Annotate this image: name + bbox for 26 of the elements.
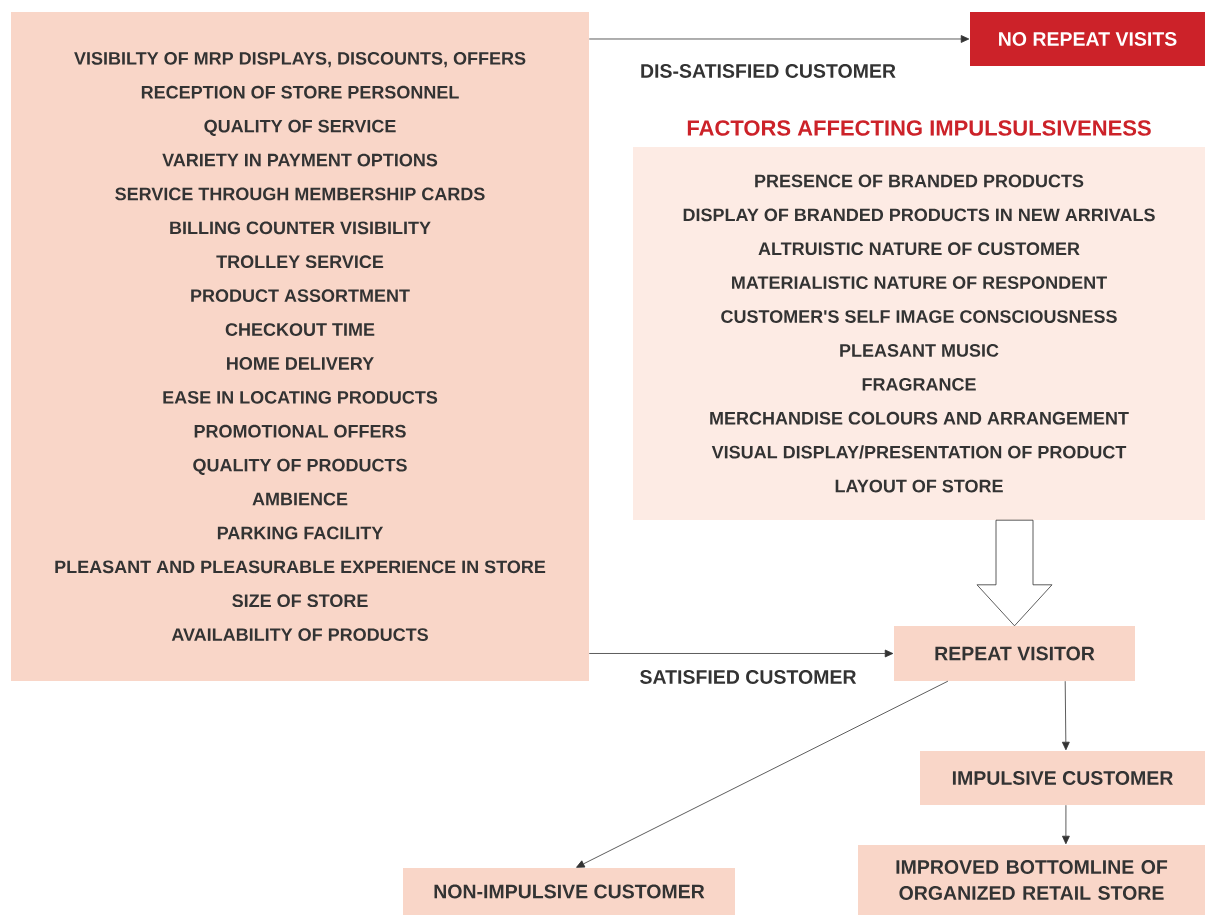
node-label: MERCHANDISE COLOURS AND ARRANGEMENT <box>710 411 1129 425</box>
node-label: MATERIALISTIC NATURE OF RESPONDENT <box>732 276 1107 290</box>
process-box: IMPROVED BOTTOMLINE OF ORGANIZED RETAIL STORE <box>858 845 1205 915</box>
process-box: NON-IMPULSIVE CUSTOMER <box>403 868 735 915</box>
edge-label: SATISFIED CUSTOMER <box>638 669 858 685</box>
arrow <box>576 680 949 868</box>
factor-list-box: PRESENCE OF BRANDED PRODUCTS DISPLAY OF BRANDED PRODUCTS IN NEW ARRIVALS ALTRUISTIC NATURE OF CUSTOMER MATERIALISTIC NATURE OF RESPONDENT CUSTOMER'S SELF IMAGE CONSCIOUSNESS PLEASANT MUSIC FRAGRANCE MERCHANDISE COLOURS AND ARRANGEMENT VISUAL DISPLAY/PRESENTATION OF PRODUCT LAYOUT OF STORE <box>633 147 1205 520</box>
node-label: VISUAL DISPLAY/PRESENTATION OF PRODUCT <box>711 445 1127 459</box>
outcome-box: NO REPEAT VISITS <box>970 12 1205 66</box>
arrow <box>1061 680 1070 751</box>
node-label: DISPLAY OF BRANDED PRODUCTS IN NEW ARRIVALS <box>683 208 1155 222</box>
node-label: CUSTOMER'S SELF IMAGE CONSCIOUSNESS <box>721 310 1117 323</box>
arrow <box>588 35 970 43</box>
process-box: REPEAT VISITOR <box>894 626 1135 681</box>
node-label: LAYOUT OF STORE <box>835 479 1003 493</box>
node-label: PLEASANT MUSIC <box>840 344 999 357</box>
heading: FACTORS AFFECTING IMPULSULSIVENESS <box>687 120 1151 136</box>
arrow <box>588 649 894 658</box>
node-label: FRAGRANCE <box>862 377 976 391</box>
edge-label: DIS-SATISFIED CUSTOMER <box>639 63 898 79</box>
arrow <box>1062 804 1070 845</box>
node-label: PRESENCE OF BRANDED PRODUCTS <box>755 174 1084 188</box>
block-arrow <box>976 519 1053 627</box>
factor-list-box: VISIBILTY OF MRP DISPLAYS, DISCOUNTS, OFFERS RECEPTION OF STORE PERSONNEL QUALITY OF SERVICE VARIETY IN PAYMENT OPTIONS SERVICE THROUGH MEMBERSHIP CARDS BILLING COUNTER VISIBILITY TROLLEY SERVICE PRODUCT ASSORTMENT CHECKOUT TIME HOME DELIVERY EASE IN LOCATING PRODUCTS PROMOTIONAL OFFERS QUALITY OF PRODUCTS AMBIENCE PARKING FACILITY PLEASANT AND PLEASURABLE EXPERIENCE IN STORE SIZE OF STORE AVAILABILITY OF PRODUCTS <box>11 12 589 681</box>
node-label: ALTRUISTIC NATURE OF CUSTOMER <box>758 242 1080 256</box>
process-box: IMPULSIVE CUSTOMER <box>920 751 1205 805</box>
